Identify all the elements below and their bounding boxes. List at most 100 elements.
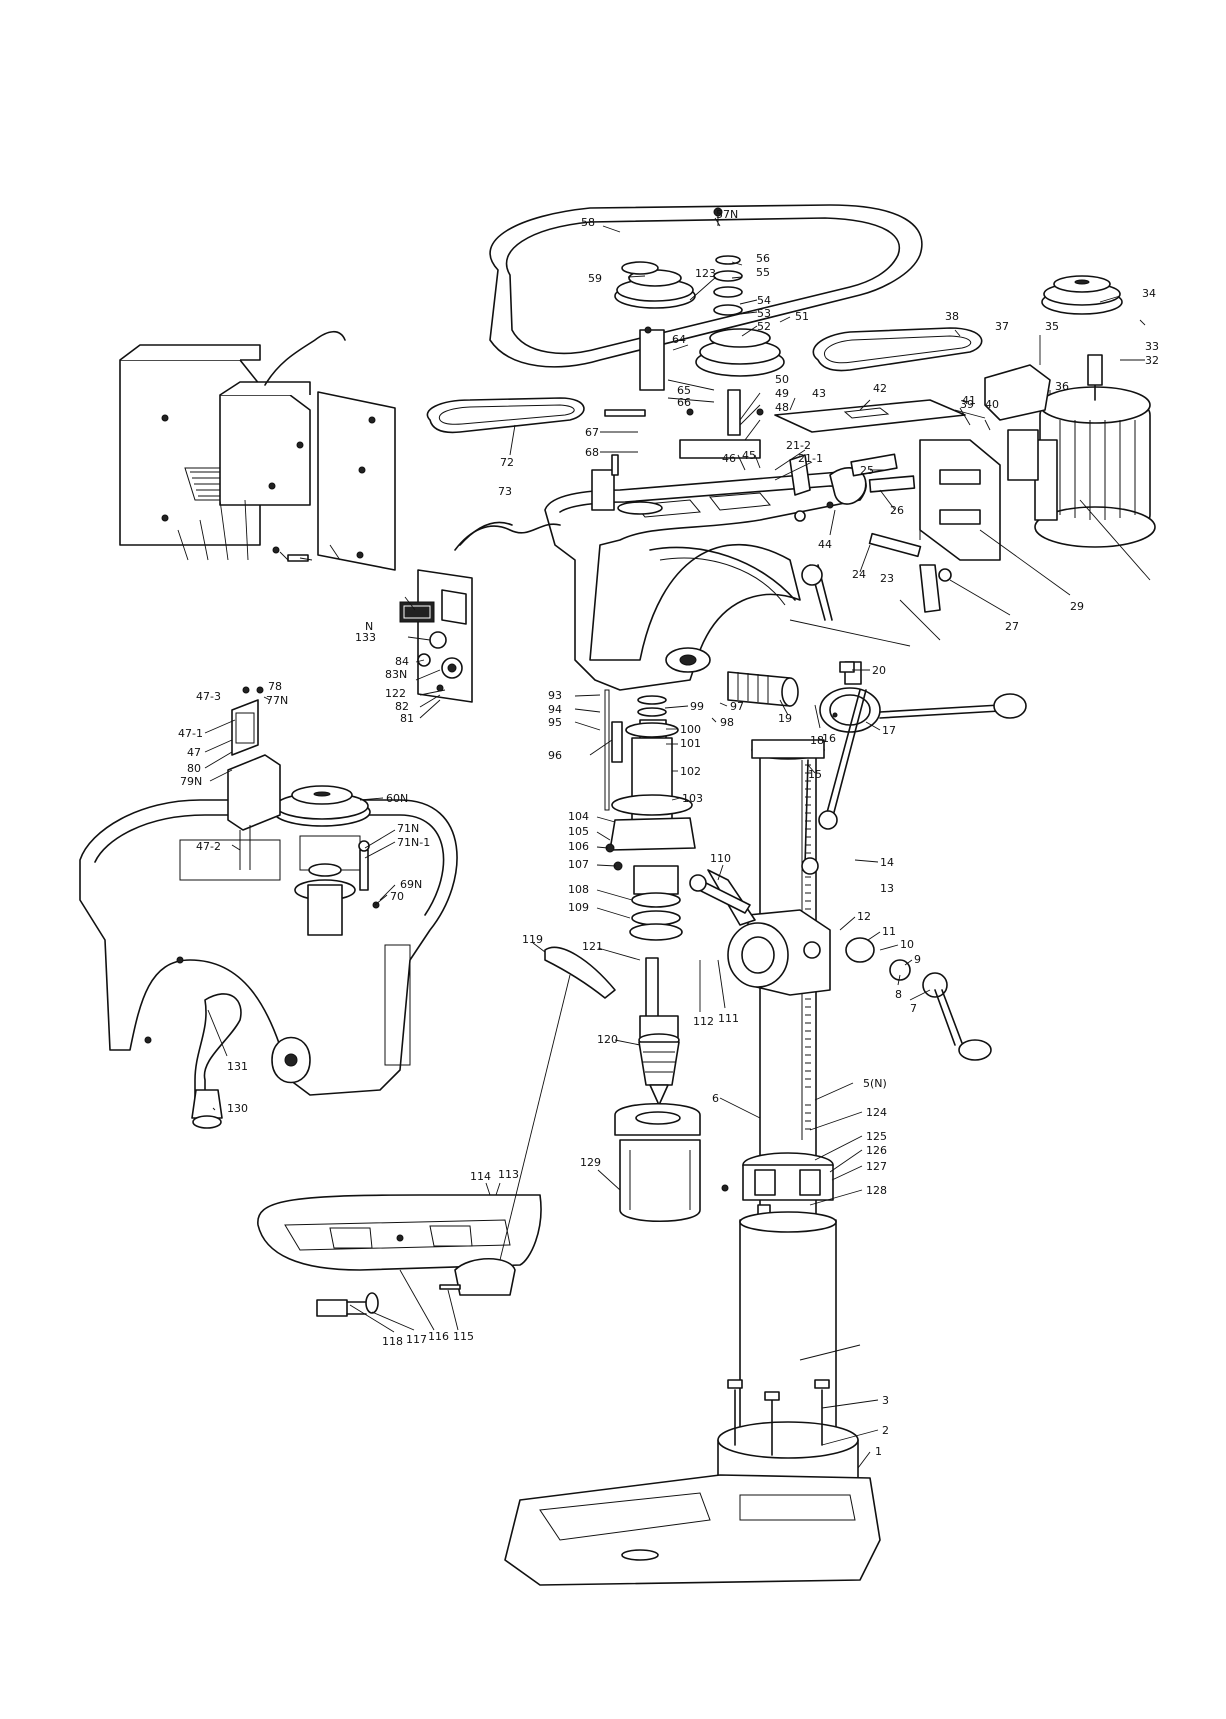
part-label: 64	[672, 333, 686, 346]
idler-pulley-stack	[695, 255, 785, 377]
part-label: 43	[812, 387, 826, 400]
part-label: 29	[1070, 600, 1084, 613]
part-label: 11	[882, 925, 896, 938]
part-label: 57N	[716, 208, 738, 221]
part-label: 38	[945, 310, 959, 323]
part-label: 47	[187, 746, 201, 759]
part-label: 93	[548, 689, 562, 702]
part-label: 123	[695, 267, 716, 280]
part-label: 67	[585, 426, 599, 439]
part-label: 80	[187, 762, 201, 775]
quill-spindle	[604, 689, 696, 941]
part-label: 35	[1045, 320, 1059, 333]
belt-38	[812, 327, 983, 372]
part-label: 133	[355, 631, 376, 644]
part-label: 47-2	[196, 840, 221, 853]
column-collar	[721, 1152, 834, 1226]
part-label: 115	[453, 1330, 474, 1343]
part-label: 116	[428, 1330, 449, 1343]
part-label: 37	[995, 320, 1009, 333]
table-bracket	[707, 759, 992, 1061]
spindle-pulley	[614, 261, 696, 391]
part-label: 15	[808, 768, 822, 781]
head-casting	[544, 454, 867, 691]
part-label: 1	[875, 1445, 882, 1458]
control-panel	[399, 569, 473, 703]
part-label: 33	[1145, 340, 1159, 353]
part-label: 49	[775, 387, 789, 400]
part-label: 3	[882, 1394, 889, 1407]
part-label: 78	[268, 680, 282, 693]
part-label: 84	[395, 655, 409, 668]
part-label: 77N	[266, 694, 288, 707]
motor	[1007, 354, 1156, 548]
part-label: 24	[852, 568, 866, 581]
part-label: 21-1	[798, 452, 823, 465]
part-label: 112	[693, 1015, 714, 1028]
part-label: 125	[866, 1130, 887, 1143]
part-label: 55	[756, 266, 770, 279]
part-label: 102	[680, 765, 701, 778]
part-label: 16	[822, 732, 836, 745]
part-label: 19	[778, 712, 792, 725]
chuck-and-guard	[614, 957, 701, 1222]
part-label: 131	[227, 1060, 248, 1073]
part-label: 106	[568, 840, 589, 853]
part-label: 100	[680, 723, 701, 736]
part-label: 14	[880, 856, 894, 869]
part-label: 27	[1005, 620, 1019, 633]
part-label: 41	[962, 394, 976, 407]
part-label: 17	[882, 724, 896, 737]
part-label: 48	[775, 401, 789, 414]
part-label: 120	[597, 1033, 618, 1046]
belt-72	[426, 397, 585, 434]
part-label: 103	[682, 792, 703, 805]
part-label: 105	[568, 825, 589, 838]
part-label: N	[365, 620, 373, 633]
leader-lines	[177, 217, 1151, 1469]
part-label: 12	[857, 910, 871, 923]
part-label: 98	[720, 716, 734, 729]
part-label: 97	[730, 700, 744, 713]
part-label: 47-1	[178, 727, 203, 740]
part-label: 2	[882, 1424, 889, 1437]
part-label: 46	[722, 452, 736, 465]
part-label: 34	[1142, 287, 1156, 300]
part-label: 60N	[386, 792, 408, 805]
part-label: 26	[890, 504, 904, 517]
part-label: 73	[498, 485, 512, 498]
part-label: 108	[568, 883, 589, 896]
part-label: 79N	[180, 775, 202, 788]
part-label: 109	[568, 901, 589, 914]
part-label: 59	[588, 272, 602, 285]
part-label: 56	[756, 252, 770, 265]
part-label: 36	[1055, 380, 1069, 393]
part-label: 70	[390, 890, 404, 903]
part-labels: 58 57N 59 123 56 55 54 53 52 51 34 33 32…	[178, 208, 1159, 1458]
part-label: 72	[500, 456, 514, 469]
part-label: 118	[382, 1335, 403, 1348]
part-label: 18	[810, 734, 824, 747]
part-label: 50	[775, 373, 789, 386]
part-label: 107	[568, 858, 589, 871]
base	[504, 1379, 881, 1586]
part-label: 13	[880, 882, 894, 895]
part-label: 20	[872, 664, 886, 677]
part-label: 122	[385, 687, 406, 700]
part-label: 9	[914, 953, 921, 966]
part-label: 51	[795, 310, 809, 323]
part-label: 47-3	[196, 690, 221, 703]
part-label: 54	[757, 294, 771, 307]
part-label: 94	[548, 703, 562, 716]
work-table	[257, 1194, 542, 1317]
part-label: 69N	[400, 878, 422, 891]
part-label: 104	[568, 810, 589, 823]
part-label: 65	[677, 384, 691, 397]
part-label: 45	[742, 449, 756, 462]
part-label: 113	[498, 1168, 519, 1181]
part-label: 10	[900, 938, 914, 951]
part-label: 21-2	[786, 439, 811, 452]
part-label: 53	[757, 307, 771, 320]
part-label: 82	[395, 700, 409, 713]
